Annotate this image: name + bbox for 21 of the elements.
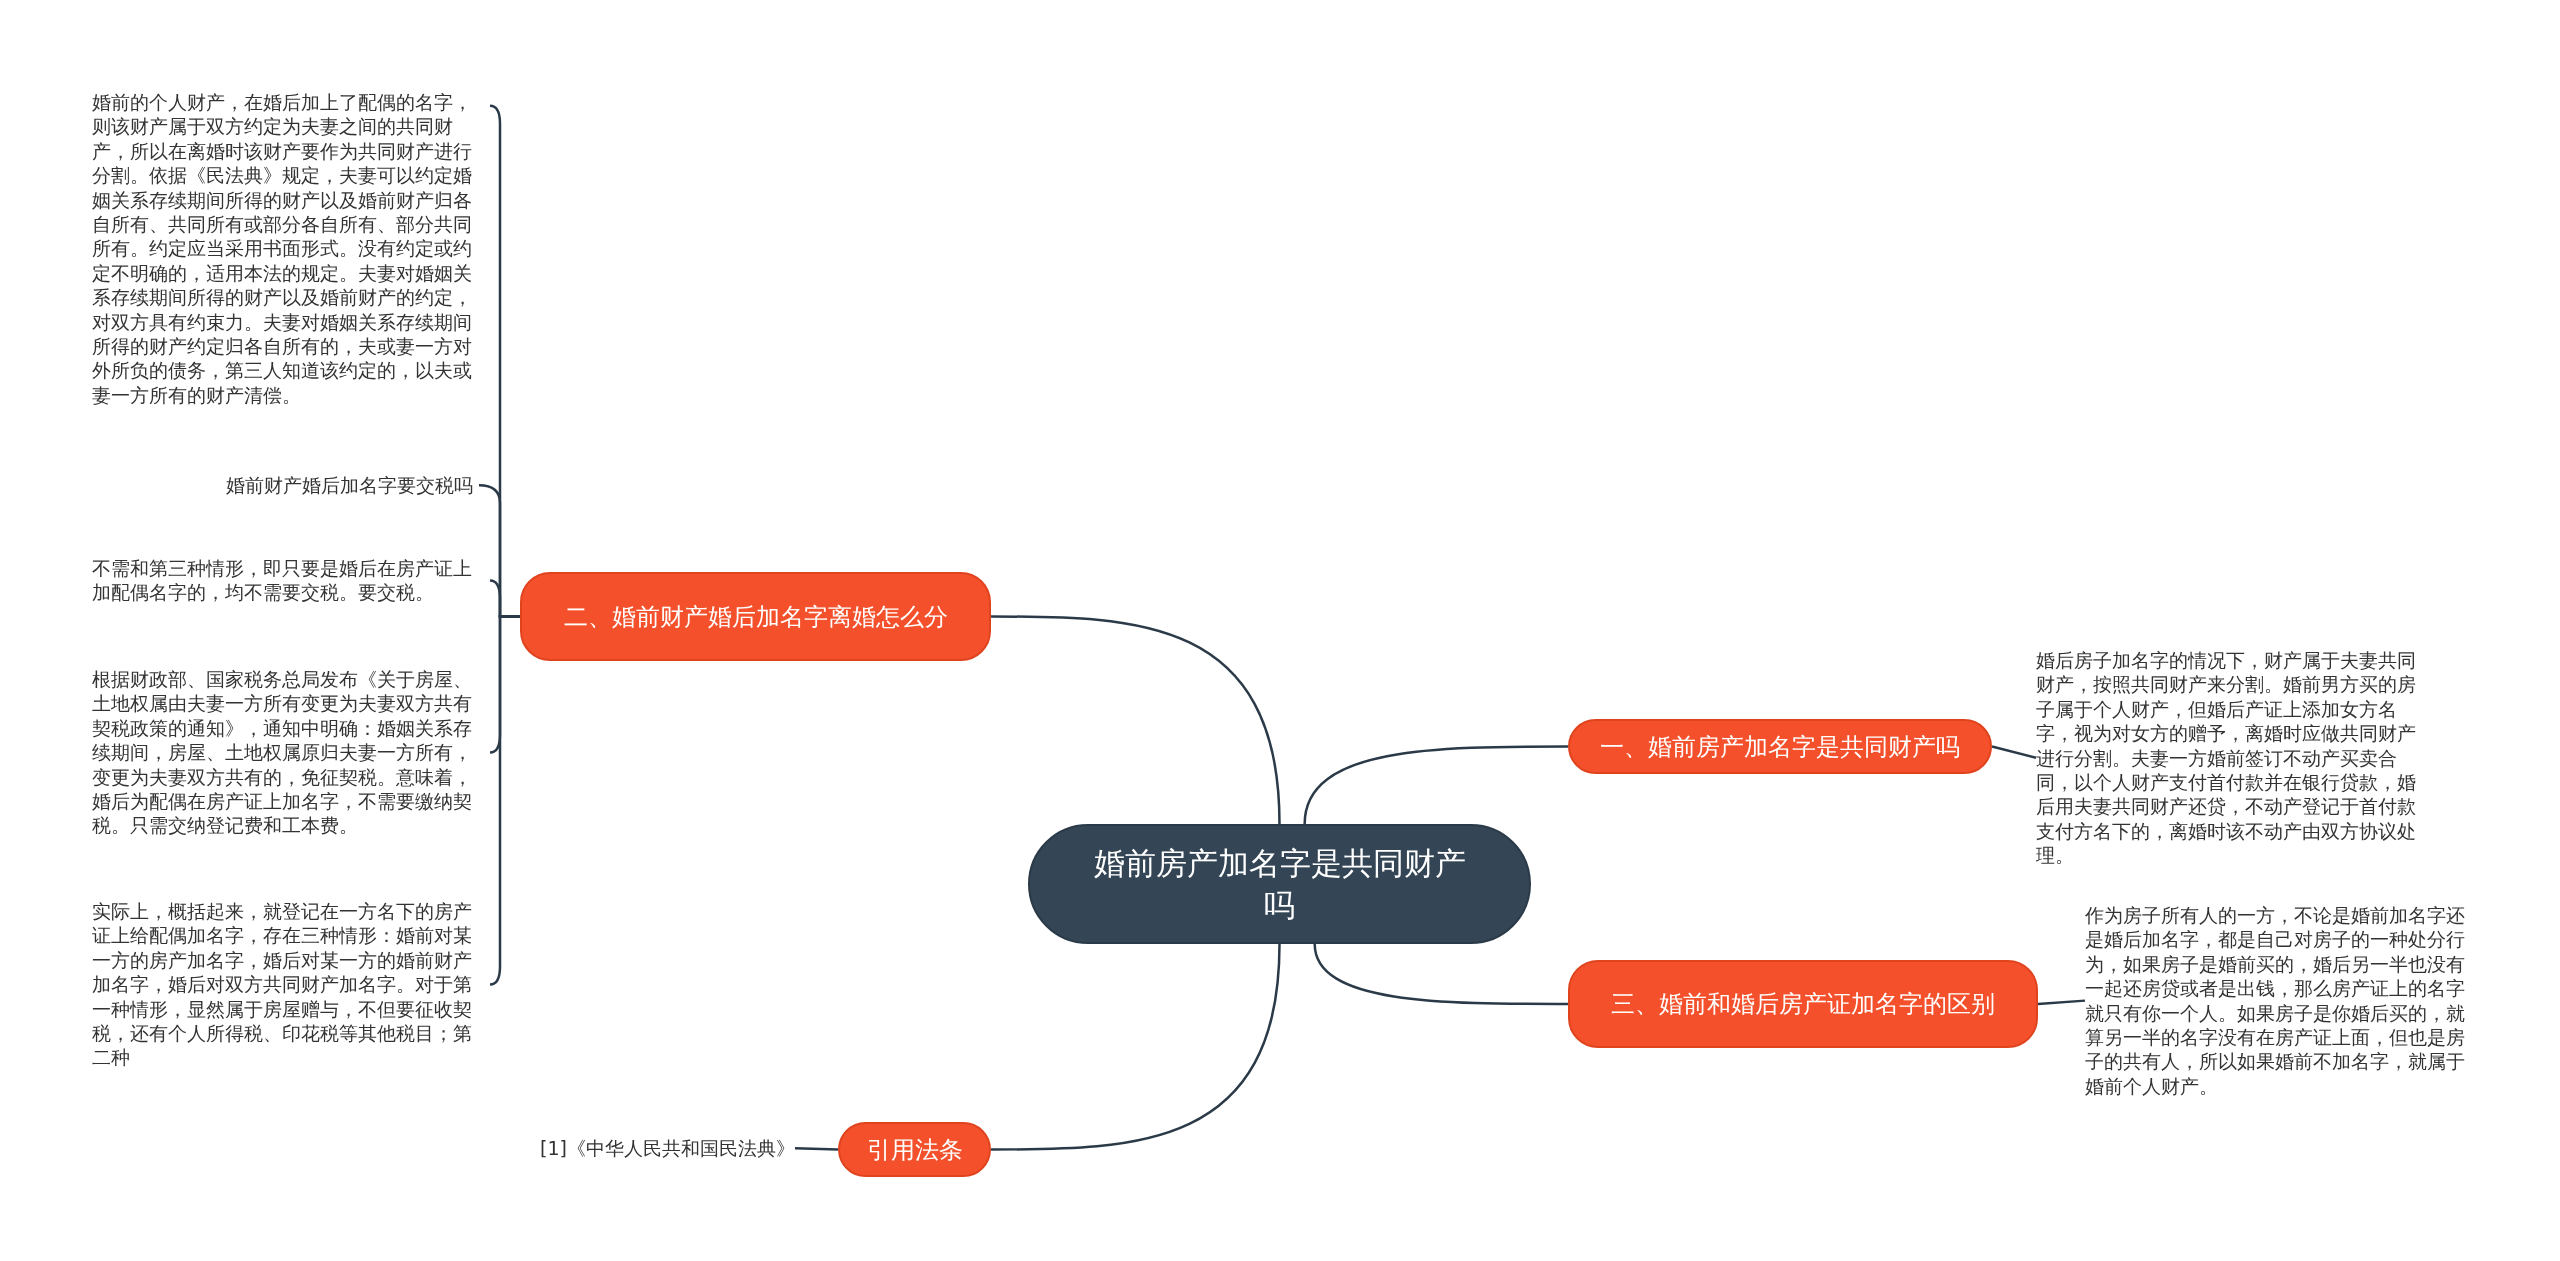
branch-pill: 三、婚前和婚后房产证加名字的区别 — [1568, 960, 2038, 1048]
note-text: 根据财政部、国家税务总局发布《关于房屋、土地权属由夫妻一方所有变更为夫妻双方共有契税政策的通知》，通知中明确：婚姻关系存续期间，房屋、土地权属原归夫妻一方所有，变更为夫妻双方共有的，免征契税。意味着，婚后为配偶在房产证上加名字，不需要缴纳契税。只需交纳登记费和工本费。 — [92, 667, 484, 838]
citation-text: [1]《中华人民共和国民法典》 — [540, 1136, 795, 1161]
connector-line — [991, 615, 1281, 825]
connector-line — [991, 943, 1281, 1151]
branch-pill: 二、婚前财产婚后加名字离婚怎么分 — [520, 572, 991, 661]
branch-pill: 一、婚前房产加名字是共同财产吗 — [1568, 719, 1992, 774]
connector-line — [489, 615, 520, 986]
note-text: 不需和第三种情形，即只要是婚后在房产证上加配偶名字的，均不需要交税。要交税。 — [92, 556, 484, 605]
note-text: 婚后房子加名字的情况下，财产属于夫妻共同财产，按照共同财产来分割。婚前男方买的房子属于个人财产，但婚后产证上添加女方名字，视为对女方的赠予，离婚时应做共同财产进行分割。夫妻一方婚前签订不动产买卖合同，以个人财产支付首付款并在银行贷款，婚后用夫妻共同财产还贷，不动产登记于首付款支付方名下的，离婚时该不动产由双方协议处理。 — [2036, 648, 2428, 868]
connector-line — [1303, 745, 1568, 825]
branch-pill: 引用法条 — [838, 1122, 991, 1177]
connector-line — [2037, 999, 2086, 1006]
connector-line — [1991, 745, 2037, 760]
note-text: 实际上，概括起来，就登记在一方名下的房产证上给配偶加名字，存在三种情形：婚前对某一方的房产加名字，婚后对某一方的婚前财产加名字，婚后对双方共同财产加名字。对于第一种情形，显然属于房屋赠与，不但要征收契税，还有个人所得税、印花税等其他税目；第二种 — [92, 899, 484, 1070]
note-text: 婚前的个人财产，在婚后加上了配偶的名字，则该财产属于双方约定为夫妻之间的共同财产，所以在离婚时该财产要作为共同财产进行分割。依据《民法典》规定，夫妻可以约定婚姻关系存续期间所得的财产以及婚前财产归各自所有、共同所有或部分各自所有、部分共同所有。约定应当采用书面形式。没有约定或约定不明确的，适用本法的规定。夫妻对婚姻关系存续期间所得的财产以及婚前财产的约定，对双方具有约束力。夫妻对婚姻关系存续期间所得的财产约定归各自所有的，夫或妻一方对外所负的债务，第三人知道该约定的，以夫或妻一方所有的财产清偿。 — [92, 90, 484, 408]
connector-line — [794, 1146, 839, 1151]
note-text: 作为房子所有人的一方，不论是婚前加名字还是婚后加名字，都是自己对房子的一种处分行为，如果房子是婚前买的，婚后另一半也没有一起还房贷或者是出钱，那么房产证上的名字就只有你一个人。如果房子是你婚后买的，就算另一半的名字没有在房产证上面，但也是房子的共有人，所以如果婚前不加名字，就属于婚前个人财产。 — [2085, 903, 2477, 1099]
topic-pill: 婚前房产加名字是共同财产吗 — [1028, 824, 1531, 944]
connector-line — [1313, 943, 1568, 1006]
note-text: 婚前财产婚后加名字要交税吗 — [226, 473, 473, 498]
